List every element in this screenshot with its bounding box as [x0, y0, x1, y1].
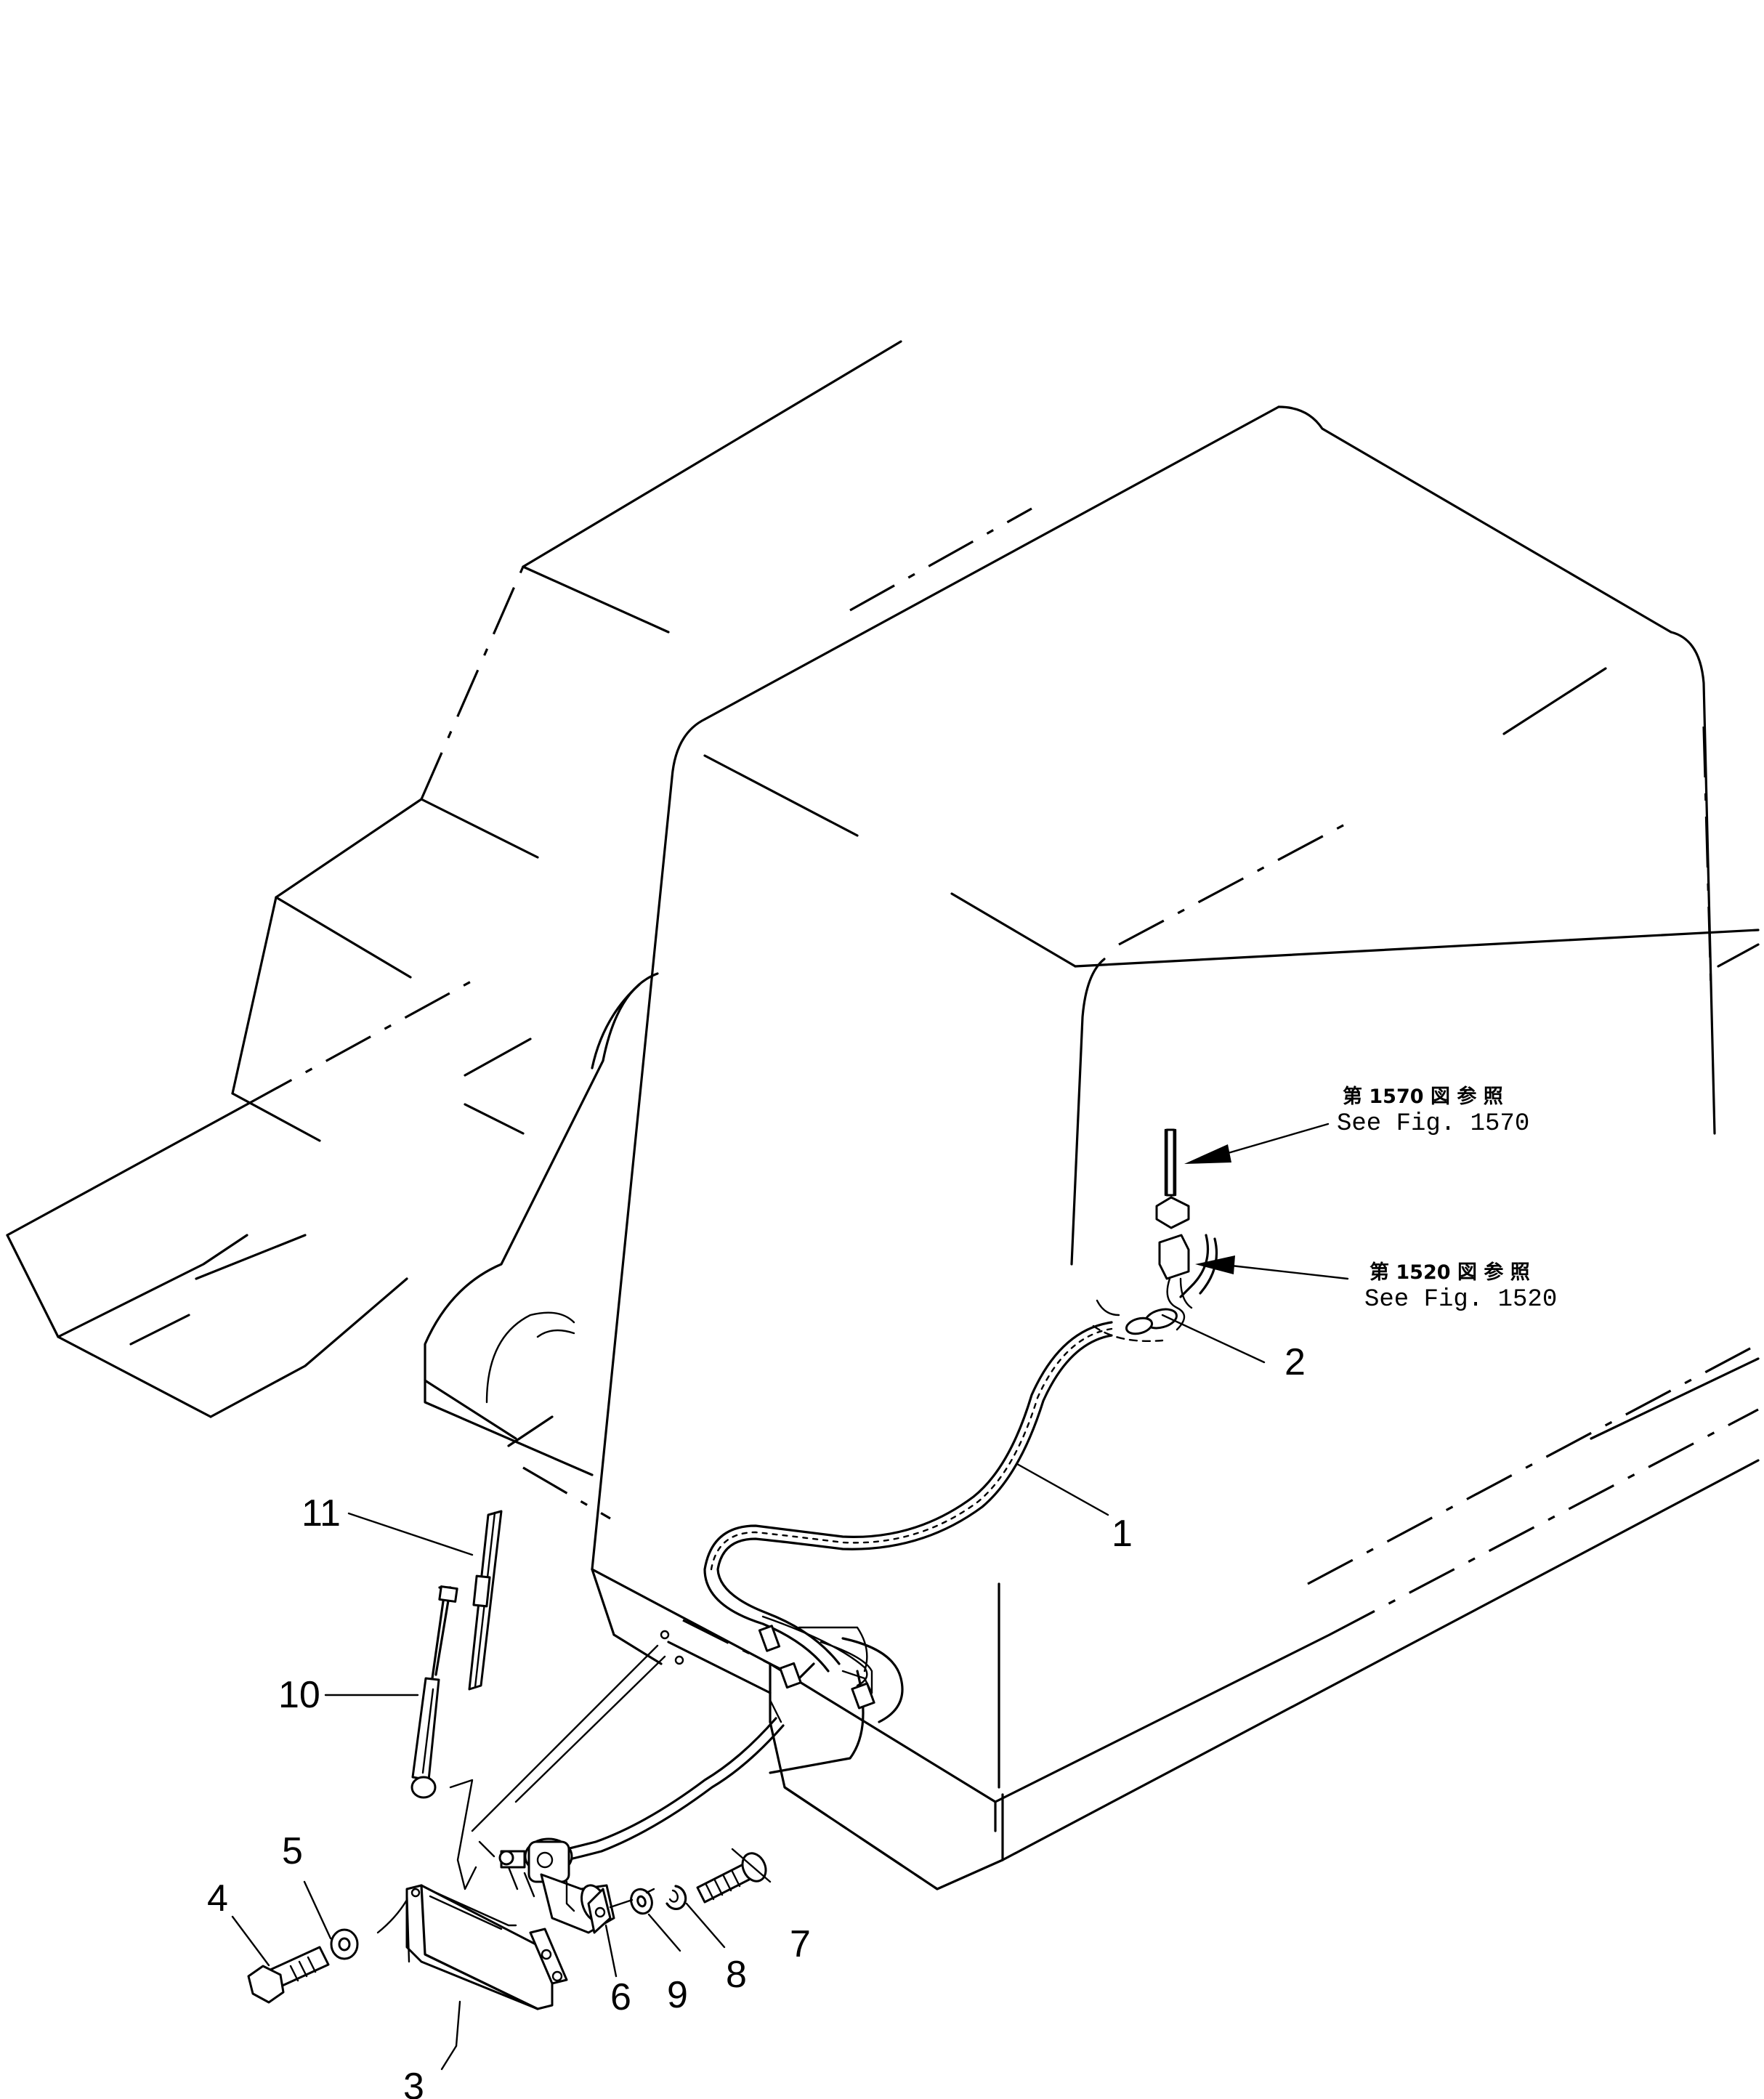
- mount-recess: [449, 1619, 815, 1890]
- washer-5: [330, 1928, 359, 1960]
- wiper-arm: [410, 1585, 458, 1799]
- motor-cover: [405, 1884, 568, 2010]
- ref-1520-jp: 第 1520 図 参 照: [1369, 1261, 1530, 1284]
- rear-hood-outline: [6, 340, 902, 1418]
- wiring-harness: [703, 1321, 1113, 1774]
- callout-6: 6: [610, 1976, 631, 2018]
- motor-cable: [551, 1699, 785, 1864]
- callout-5: 5: [282, 1830, 303, 1872]
- reference-arrows: [1184, 1123, 1349, 1280]
- bolt-7: [696, 1852, 767, 1904]
- callout-7: 7: [790, 1923, 811, 1965]
- connector-group: [1092, 1128, 1218, 1343]
- cab-outline: [591, 405, 1760, 1571]
- callout-labels: 1 2 3 4 5 6 7 8 9 10 11: [207, 1341, 1306, 2099]
- callout-4: 4: [207, 1877, 228, 1920]
- ref-1570-en: See Fig. 1570: [1337, 1110, 1529, 1138]
- callout-9: 9: [667, 1974, 688, 2016]
- reference-notes: 第 1570 図 参 照 See Fig. 1570 第 1520 図 参 照 …: [1337, 1085, 1557, 1314]
- wiper-blade: [468, 1510, 503, 1691]
- fender-outline: [424, 972, 659, 1476]
- alignment-lines: [376, 1888, 655, 1934]
- callout-2: 2: [1284, 1341, 1306, 1383]
- spacer-plate: [587, 1888, 612, 1934]
- base-outline: [522, 1343, 1760, 1890]
- leader-lines: [231, 1314, 1266, 2071]
- bolt-4: [247, 1946, 330, 2004]
- washer-9: [630, 1888, 653, 1915]
- callout-11: 11: [302, 1492, 341, 1534]
- ref-1570-jp: 第 1570 図 参 照: [1343, 1085, 1503, 1108]
- callout-10: 10: [278, 1674, 320, 1716]
- callout-1: 1: [1112, 1513, 1133, 1555]
- callout-8: 8: [726, 1954, 747, 1996]
- ref-1520-en: See Fig. 1520: [1364, 1286, 1557, 1314]
- callout-3: 3: [403, 2066, 424, 2099]
- spring-washer-8: [665, 1885, 687, 1911]
